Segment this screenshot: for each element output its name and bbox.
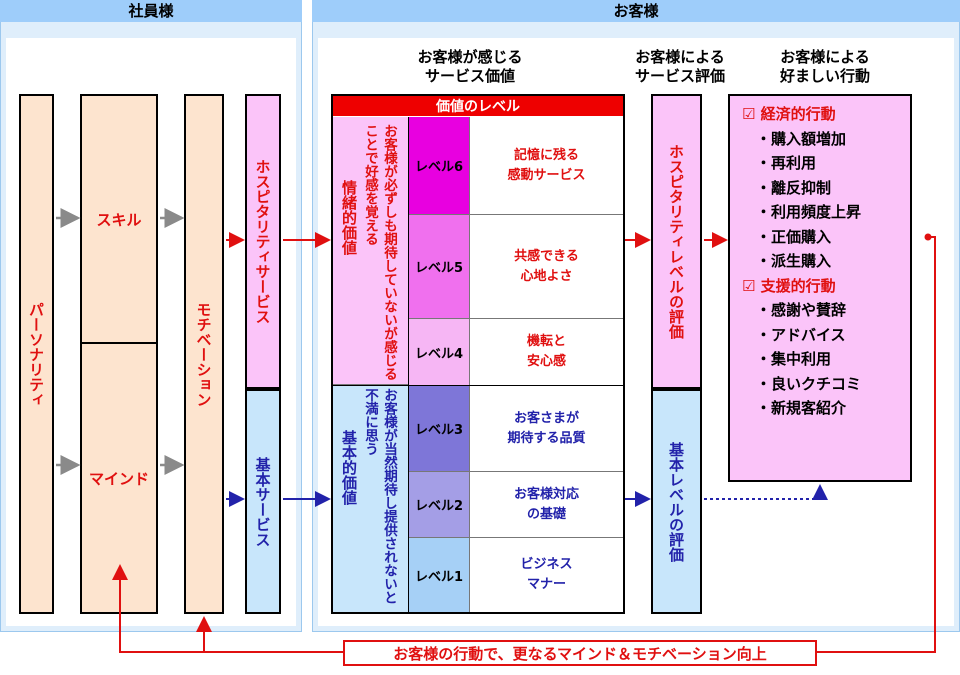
level-3-text: お客さまが 期待する品質: [470, 386, 623, 472]
motivation-label: モチベーション: [194, 301, 213, 407]
behavior-item: ・再利用: [756, 154, 817, 172]
basic-service-box: 基本サービス: [245, 389, 281, 614]
skill-box: スキル: [80, 94, 158, 344]
feedback-label: お客様の行動で、更なるマインド＆モチベーション向上: [343, 640, 817, 666]
hospitality-service-label: ホスピタリティサービス: [253, 159, 272, 324]
behavior-item: ・離反抑制: [756, 178, 832, 197]
feedback-loop: [112, 236, 936, 653]
arrow-basic-eval-behaviors: [704, 484, 828, 500]
hospitality-evaluation-box: ホスピタリティレベルの評価: [651, 94, 702, 389]
staff-panel-title: 社員様: [0, 0, 302, 22]
motivation-box: モチベーション: [184, 94, 224, 614]
behavior-item: ・集中利用: [756, 350, 832, 368]
hospitality-evaluation-label: ホスピタリティレベルの評価: [667, 144, 685, 339]
behavior-item: ・良いクチコミ: [756, 374, 862, 393]
behavior-item: ・正価購入: [756, 227, 832, 246]
hospitality-service-box: ホスピタリティサービス: [245, 94, 281, 389]
basic-evaluation-box: 基本レベルの評価: [651, 389, 702, 614]
value-levels-title: 価値のレベル: [333, 96, 623, 116]
emotional-value-area: [333, 117, 408, 385]
skill-label: スキル: [96, 210, 142, 229]
level-6-label: レベル6: [409, 117, 469, 215]
basic-value-description: お客様が当然期待し提供されないと不満に思う: [362, 388, 397, 604]
personality-box: パーソナリティ: [19, 94, 54, 614]
level-6-text: 記憶に残る 感動サービス: [470, 117, 623, 215]
level-5-text: 共感できる 心地よさ: [470, 215, 623, 319]
basic-value-label: 基本的価値: [340, 430, 358, 505]
level-1-label: レベル1: [409, 538, 469, 612]
support-behavior-heading: ☑ 支援的行動: [742, 276, 836, 295]
behavior-item: ・感謝や賛辞: [756, 301, 847, 319]
economic-behavior-heading: ☑ 経済的行動: [742, 105, 836, 123]
basic-service-label: 基本サービス: [253, 456, 272, 547]
mind-label: マインド: [88, 469, 149, 488]
customer-panel-title: お客様: [312, 0, 960, 22]
emotional-value-label: 情緒的価値: [340, 180, 358, 255]
table-divider: [333, 385, 623, 386]
header-perceived-value: お客様が感じる サービス価値: [417, 48, 523, 85]
level-1-text: ビジネス マナー: [520, 557, 573, 592]
behavior-item: ・派生購入: [756, 252, 832, 270]
behavior-item: ・利用頻度上昇: [756, 203, 862, 221]
level-2-label: レベル2: [409, 472, 469, 538]
header-service-evaluation: お客様による サービス評価: [634, 48, 725, 85]
basic-evaluation-label: 基本レベルの評価: [667, 441, 685, 562]
level-5-label: レベル5: [409, 215, 469, 319]
table-divider: [469, 117, 470, 612]
emotional-value-description: お客様が必ずしも期待していないが感じることで好感を覚える: [362, 124, 397, 381]
behavior-item: ・新規客紹介: [756, 399, 847, 417]
basic-value-area: [333, 386, 408, 612]
mind-box: マインド: [80, 342, 158, 614]
behavior-item: ・購入額増加: [756, 129, 847, 148]
personality-label: パーソナリティ: [27, 301, 45, 407]
header-preferred-behavior: お客様による 好ましい行動: [779, 48, 870, 85]
table-divider: [408, 117, 409, 612]
behaviors-box: ☑ 経済的行動 ・購入額増加 ・再利用 ・離反抑制 ・利用頻度上昇 ・正価購入 …: [728, 94, 912, 482]
behavior-item: ・アドバイス: [756, 325, 846, 344]
level-2-text: お客様対応 の基礎: [470, 472, 623, 538]
level-3-label: レベル3: [409, 386, 469, 472]
